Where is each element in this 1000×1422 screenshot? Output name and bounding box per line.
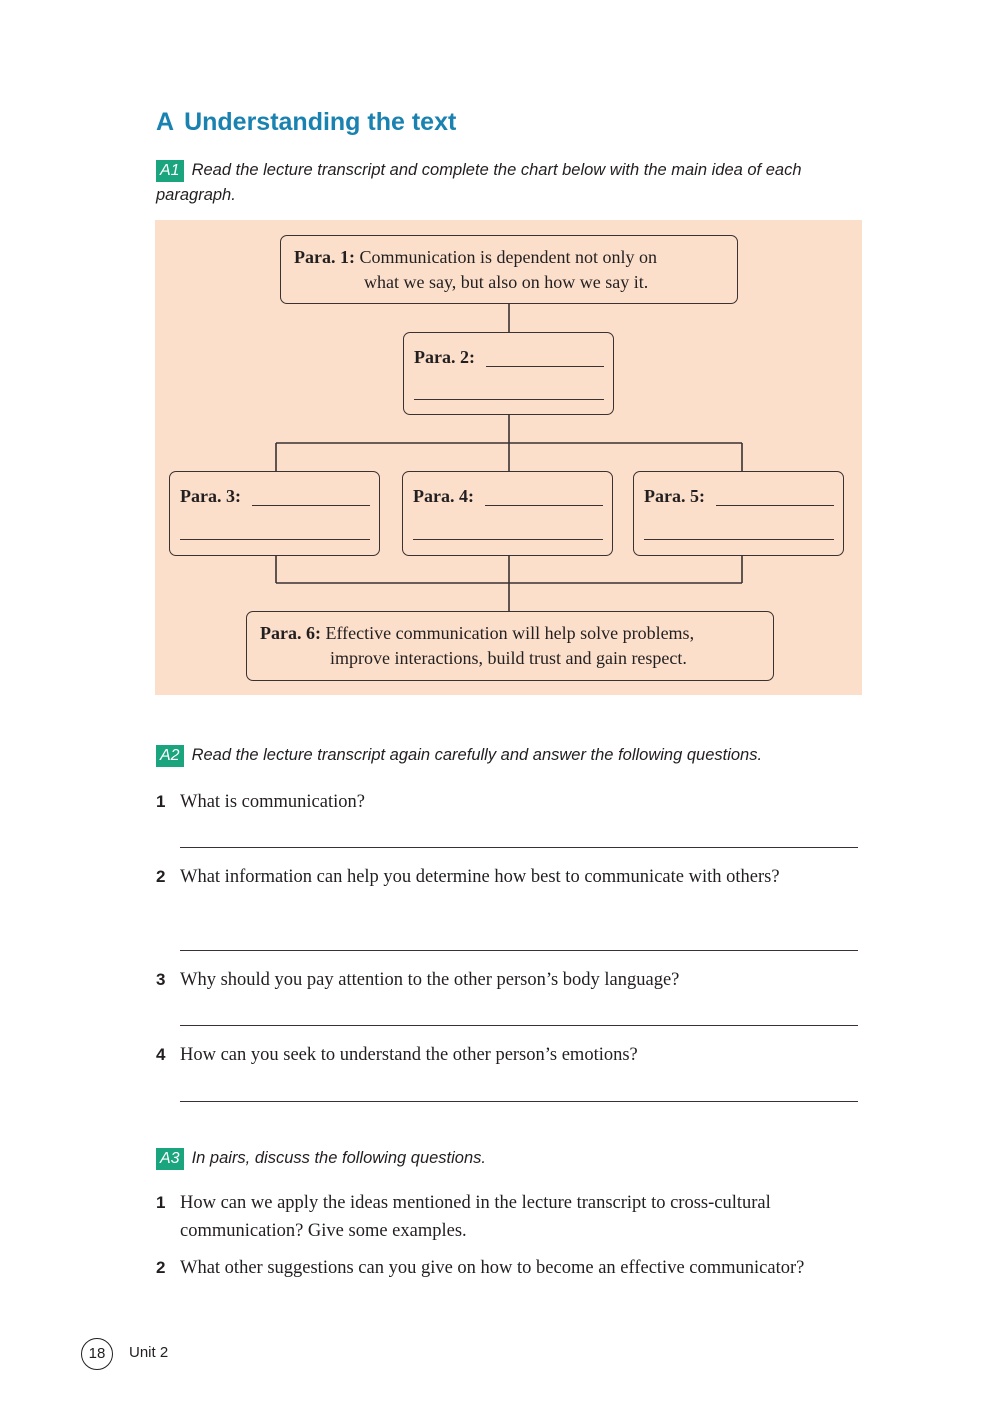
section-heading: A Understanding the text — [156, 108, 456, 137]
a2-question-1: 1 What is communication? — [156, 788, 866, 816]
question-number: 2 — [156, 867, 166, 886]
para6-text-line1: Effective communication will help solve … — [325, 623, 695, 643]
question-text: How can you seek to understand the other… — [180, 1045, 638, 1065]
question-text: What other suggestions can you give on h… — [180, 1258, 805, 1278]
para6-text-line2: improve interactions, build trust and ga… — [330, 648, 687, 668]
task-label-a2: A2 — [156, 745, 184, 767]
task-label-a3: A3 — [156, 1148, 184, 1170]
para4-blank-line2[interactable] — [413, 539, 603, 540]
a2-instruction: A2 Read the lecture transcript again care… — [156, 743, 856, 768]
para3-blank-line1[interactable] — [252, 505, 370, 506]
question-text: What is communication? — [180, 792, 365, 812]
a3-instruction-text: In pairs, discuss the following question… — [191, 1149, 486, 1167]
para3-blank-line2[interactable] — [180, 539, 370, 540]
a3-question-1: 1 How can we apply the ideas mentioned i… — [156, 1189, 868, 1245]
answer-line-a2-2[interactable] — [180, 950, 858, 951]
para5-blank-line1[interactable] — [716, 505, 834, 506]
para5-blank-line2[interactable] — [644, 539, 834, 540]
answer-line-a2-4[interactable] — [180, 1101, 858, 1102]
section-title: Understanding the text — [184, 108, 457, 136]
question-number: 2 — [156, 1258, 166, 1277]
a1-instruction-text: Read the lecture transcript and complete… — [156, 161, 802, 204]
para2-label: Para. 2: — [414, 347, 475, 367]
a2-question-4: 4 How can you seek to understand the oth… — [156, 1041, 866, 1069]
task-label-a1: A1 — [156, 160, 184, 182]
a3-instruction: A3 In pairs, discuss the following questi… — [156, 1146, 856, 1171]
section-letter: A — [156, 108, 175, 136]
para1-text-line1: Communication is dependent not only on — [359, 247, 657, 267]
question-number: 1 — [156, 792, 166, 811]
para2-box: Para. 2: — [403, 332, 614, 415]
answer-line-a2-3[interactable] — [180, 1025, 858, 1026]
para3-box: Para. 3: — [169, 471, 380, 556]
unit-label: Unit 2 — [129, 1344, 169, 1361]
para6-label: Para. 6: — [260, 623, 321, 643]
question-text: How can we apply the ideas mentioned in … — [180, 1193, 771, 1241]
question-number: 3 — [156, 970, 166, 989]
a3-question-2: 2 What other suggestions can you give on… — [156, 1254, 836, 1282]
para1-text-line2: what we say, but also on how we say it. — [364, 272, 649, 292]
page-number: 18 — [81, 1338, 113, 1370]
para2-blank-line1[interactable] — [486, 366, 604, 367]
para6-box: Para. 6: Effective communication will he… — [246, 611, 774, 681]
para2-blank-line2[interactable] — [414, 399, 604, 400]
question-text: What information can help you determine … — [180, 867, 780, 887]
para3-label: Para. 3: — [180, 486, 241, 506]
question-text: Why should you pay attention to the othe… — [180, 970, 680, 990]
para5-label: Para. 5: — [644, 486, 705, 506]
a2-question-3: 3 Why should you pay attention to the ot… — [156, 966, 866, 994]
a2-question-2: 2 What information can help you determin… — [156, 863, 836, 891]
question-number: 1 — [156, 1193, 166, 1212]
a2-instruction-text: Read the lecture transcript again carefu… — [191, 746, 763, 764]
para5-box: Para. 5: — [633, 471, 844, 556]
para4-label: Para. 4: — [413, 486, 474, 506]
para1-box: Para. 1: Communication is dependent not … — [280, 235, 738, 304]
answer-line-a2-1[interactable] — [180, 847, 858, 848]
para4-box: Para. 4: — [402, 471, 613, 556]
para4-blank-line1[interactable] — [485, 505, 603, 506]
question-number: 4 — [156, 1045, 166, 1064]
para1-label: Para. 1: — [294, 247, 355, 267]
